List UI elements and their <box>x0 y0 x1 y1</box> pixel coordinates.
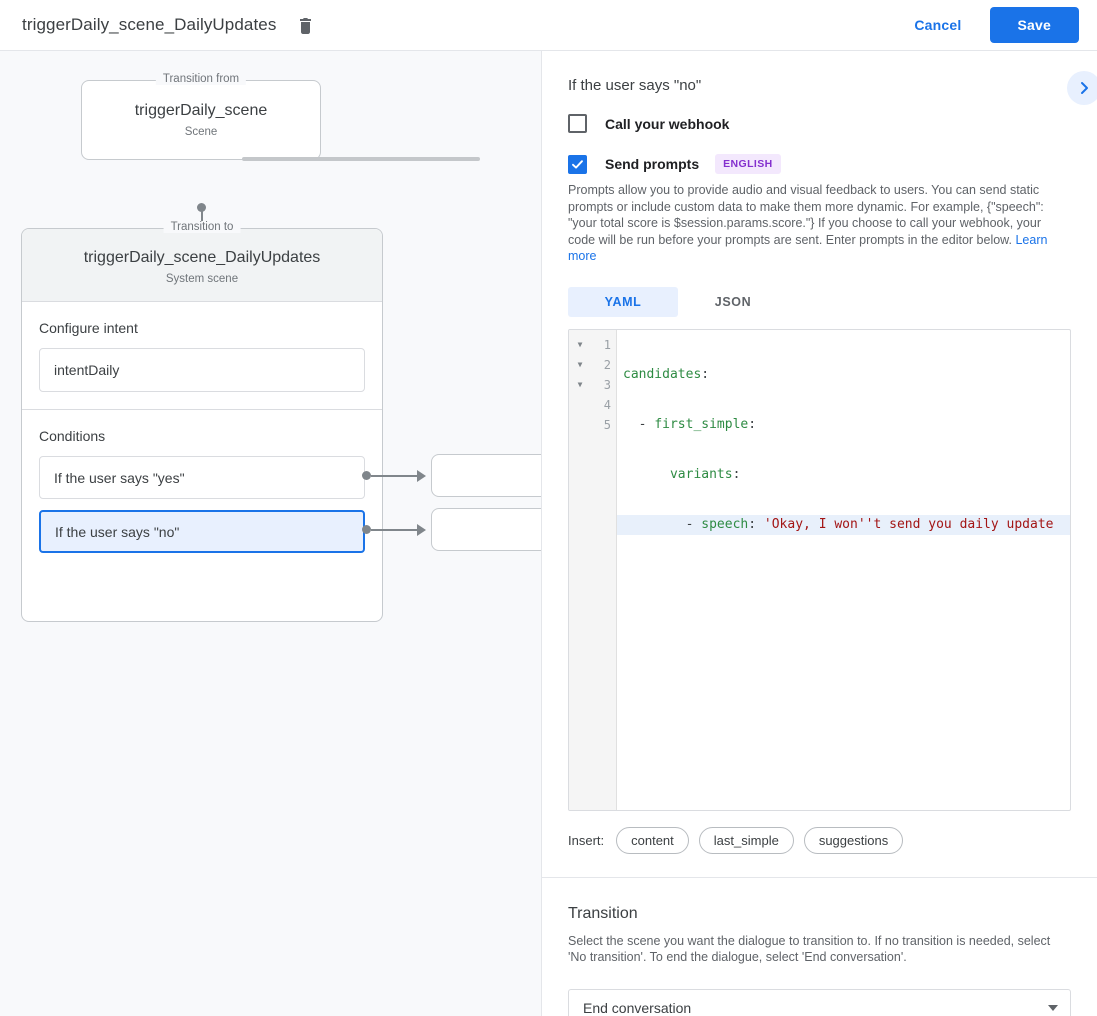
tab-yaml[interactable]: YAML <box>568 286 678 317</box>
chevron-right-icon <box>1081 82 1088 94</box>
condition-item-no[interactable]: If the user says "no" <box>39 510 365 553</box>
transition-description: Select the scene you want the dialogue t… <box>568 933 1051 965</box>
gutter-line[interactable]: ▼3 <box>569 375 616 395</box>
yaml-colon: : <box>732 466 741 482</box>
condition-yes-arrowhead <box>417 469 426 482</box>
yaml-space <box>756 517 764 532</box>
condition-no-output-dot <box>362 525 371 534</box>
transition-to-legend: Transition to <box>163 221 241 233</box>
yaml-colon: : <box>701 366 710 382</box>
transition-from-legend: Transition from <box>155 73 247 85</box>
send-prompts-description: Prompts allow you to provide audio and v… <box>568 182 1071 265</box>
conditions-section: Conditions If the user says "yes" If the… <box>22 409 382 570</box>
target-node-no[interactable] <box>431 508 541 551</box>
yaml-colon: : <box>748 416 757 432</box>
gutter-line[interactable]: 5 <box>569 415 616 435</box>
call-webhook-checkbox[interactable] <box>568 114 587 133</box>
header-actions: Cancel Save <box>902 7 1097 43</box>
from-node-output-dot <box>197 203 206 212</box>
from-node-subtitle: Scene <box>184 126 218 138</box>
editor-format-tabs: YAML JSON <box>568 286 1071 317</box>
trash-icon <box>299 17 311 34</box>
transition-title: Transition <box>568 904 638 922</box>
yaml-key: candidates <box>623 366 702 382</box>
checkmark-icon <box>572 159 583 169</box>
page-title: triggerDaily_scene_DailyUpdates <box>22 15 277 34</box>
line-number: 2 <box>603 357 611 372</box>
line-number: 4 <box>603 397 611 412</box>
yaml-key: variants <box>669 466 733 482</box>
transition-to-node[interactable]: Transition to triggerDaily_scene_DailyUp… <box>21 221 383 622</box>
yaml-key: first_simple <box>654 416 749 432</box>
editor-code-area[interactable]: candidates: - first_simple: variants: - … <box>617 330 1070 810</box>
to-node-title: triggerDaily_scene_DailyUpdates <box>83 249 321 266</box>
send-prompts-row[interactable]: Send prompts ENGLISH <box>542 154 1097 174</box>
insert-chips-row: Insert: content last_simple suggestions <box>568 826 1071 854</box>
line-number: 1 <box>603 337 611 352</box>
description-text: Prompts allow you to provide audio and v… <box>568 183 1044 247</box>
yaml-dash: - <box>623 516 702 532</box>
prompts-code-editor[interactable]: ▼1 ▼2 ▼3 4 5 candidates: - first_simple:… <box>568 328 1071 811</box>
yaml-indent <box>623 467 670 482</box>
insert-label: Insert: <box>568 832 605 848</box>
delete-button[interactable] <box>292 12 318 38</box>
line-number: 5 <box>603 417 611 432</box>
send-prompts-checkbox[interactable] <box>568 154 587 174</box>
to-node-subtitle: System scene <box>165 273 239 285</box>
fold-arrow-icon[interactable]: ▼ <box>577 380 583 389</box>
code-line[interactable]: variants: <box>617 465 1070 485</box>
panel-title: If the user says "no" <box>568 77 702 94</box>
configure-intent-label: Configure intent <box>39 320 138 336</box>
save-button[interactable]: Save <box>989 7 1079 43</box>
language-badge: ENGLISH <box>715 154 781 174</box>
insert-chip-suggestions[interactable]: suggestions <box>803 826 904 854</box>
condition-yes-output-dot <box>362 471 371 480</box>
gutter-line[interactable]: ▼2 <box>569 355 616 375</box>
transition-select-value: End conversation <box>583 999 692 1016</box>
code-line[interactable] <box>617 565 1070 585</box>
code-line[interactable]: - first_simple: <box>617 415 1070 435</box>
gutter-line[interactable]: ▼1 <box>569 335 616 355</box>
transition-section: Transition Select the scene you want the… <box>542 878 1097 1016</box>
transition-from-node[interactable]: triggerDaily_scene Scene Transition from <box>81 73 321 160</box>
insert-chip-content[interactable]: content <box>616 826 689 854</box>
to-node-header: triggerDaily_scene_DailyUpdates System s… <box>22 229 382 302</box>
details-panel: If the user says "no" Call your webhook … <box>541 51 1097 1016</box>
section-divider <box>542 876 1097 878</box>
condition-yes-edge <box>371 474 419 477</box>
code-line[interactable]: candidates: <box>617 365 1070 385</box>
from-node-title: triggerDaily_scene <box>134 102 268 119</box>
editor-gutter: ▼1 ▼2 ▼3 4 5 <box>569 329 617 810</box>
webhook-row[interactable]: Call your webhook <box>542 114 1097 133</box>
tab-json[interactable]: JSON <box>714 294 752 309</box>
yaml-key: speech <box>701 516 749 532</box>
condition-item-yes[interactable]: If the user says "yes" <box>39 456 365 499</box>
configure-intent-section: Configure intent intentDaily <box>22 302 382 409</box>
fold-arrow-icon[interactable]: ▼ <box>577 360 583 369</box>
send-prompts-label: Send prompts <box>605 156 700 172</box>
condition-no-arrowhead <box>417 523 426 536</box>
graph-canvas[interactable]: triggerDaily_scene Scene Transition from… <box>0 51 541 1016</box>
insert-chip-last-simple[interactable]: last_simple <box>698 826 794 854</box>
cancel-button[interactable]: Cancel <box>902 8 973 42</box>
canvas-scrollbar[interactable] <box>242 157 480 161</box>
yaml-dash: - <box>623 416 655 432</box>
intent-field[interactable]: intentDaily <box>39 348 365 392</box>
gutter-line[interactable]: 4 <box>569 395 616 415</box>
conditions-label: Conditions <box>39 428 106 444</box>
target-node-yes[interactable] <box>431 454 541 497</box>
line-number: 3 <box>603 377 611 392</box>
call-webhook-label: Call your webhook <box>605 115 730 132</box>
collapse-panel-button[interactable] <box>1067 71 1097 105</box>
panel-header: If the user says "no" <box>542 51 1097 105</box>
caret-down-icon <box>1048 1004 1058 1011</box>
fold-arrow-icon[interactable]: ▼ <box>577 340 583 349</box>
code-line-highlighted[interactable]: - speech: 'Okay, I won''t send you daily… <box>617 514 1070 535</box>
learn-more-link[interactable]: Learn more <box>568 232 1048 264</box>
transition-select[interactable]: End conversation <box>568 988 1071 1016</box>
top-header-bar: triggerDaily_scene_DailyUpdates Cancel S… <box>0 0 1097 51</box>
condition-no-edge <box>371 528 419 531</box>
yaml-string-value: 'Okay, I won''t send you daily update <box>763 516 1054 532</box>
yaml-colon: : <box>748 516 757 532</box>
